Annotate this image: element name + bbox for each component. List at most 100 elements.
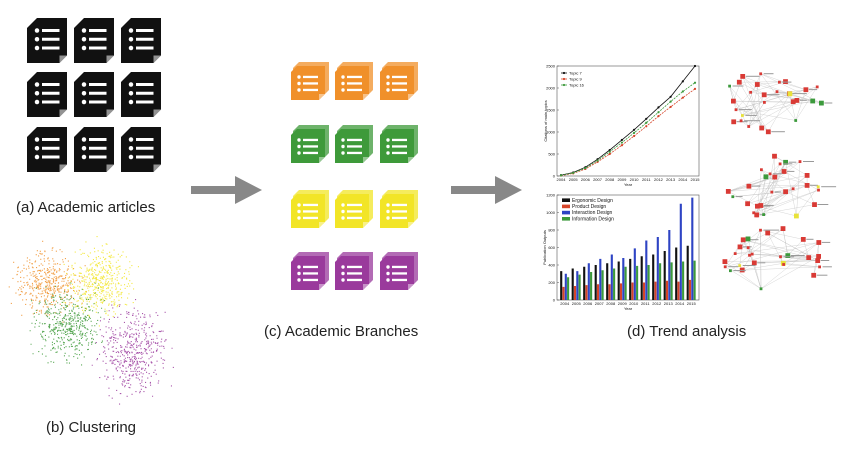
network-node	[745, 201, 750, 207]
network-node	[746, 246, 750, 250]
line-point	[669, 95, 672, 98]
bar	[571, 268, 574, 300]
bar	[594, 265, 597, 300]
bar	[640, 256, 643, 300]
bar	[613, 268, 616, 300]
network-node-label	[728, 266, 739, 268]
network-node-label	[817, 204, 829, 205]
network-node	[765, 230, 771, 236]
y-tick-label: 1500	[546, 107, 556, 112]
legend-label: Interaction Design	[572, 210, 613, 216]
network-node	[781, 169, 787, 174]
line-point	[645, 117, 648, 120]
network-node	[739, 119, 743, 123]
right-arrow-icon	[451, 176, 522, 204]
y-axis-label: Publication Outputs	[542, 230, 547, 265]
x-tick-label: 2014	[678, 177, 688, 182]
network-node	[740, 74, 746, 79]
line-point	[572, 171, 575, 175]
document-list-icon	[121, 127, 161, 172]
network-node-label	[763, 229, 780, 231]
network-node-label	[821, 241, 831, 243]
bar	[652, 254, 655, 300]
y-tick-label: 800	[548, 227, 555, 232]
document-list-icon	[335, 190, 373, 228]
line-point	[632, 131, 636, 134]
line-point	[608, 148, 611, 152]
network-node-label	[816, 274, 828, 276]
network-node-label	[787, 170, 795, 172]
x-tick-label: 2013	[666, 177, 676, 182]
y-tick-label: 2000	[546, 85, 556, 90]
bar	[686, 245, 689, 300]
bar	[601, 270, 604, 300]
network-node-label	[773, 173, 783, 175]
network-node-label	[806, 238, 814, 240]
line-point	[632, 128, 636, 131]
network-node	[733, 252, 737, 255]
network-node	[816, 185, 820, 189]
network-node	[755, 214, 759, 218]
line-point	[657, 111, 660, 114]
network-node	[794, 98, 800, 103]
x-tick-label: 2006	[583, 301, 593, 306]
bar	[562, 286, 565, 301]
bar	[590, 272, 593, 300]
bar	[682, 261, 685, 300]
bar	[663, 251, 666, 300]
bar	[642, 282, 646, 300]
network-node-label	[782, 81, 792, 83]
caption-clustering: (b) Clustering	[46, 419, 136, 436]
network-node	[806, 255, 812, 260]
legend-marker	[562, 77, 566, 81]
bar	[693, 260, 696, 301]
network-node	[759, 72, 763, 76]
network-node-label	[810, 184, 818, 186]
legend-label: Information Design	[572, 216, 614, 222]
document-list-icon	[74, 18, 114, 63]
network-node	[761, 92, 767, 98]
network-node	[794, 213, 799, 219]
legend-label: Topic 16	[569, 83, 585, 88]
network-node-label	[824, 102, 833, 104]
network-node-label	[774, 191, 781, 193]
x-tick-label: 2010	[629, 301, 639, 306]
network-node	[783, 189, 788, 195]
network-edges	[729, 73, 822, 132]
x-tick-label: 2011	[641, 301, 650, 306]
network-node	[746, 183, 752, 189]
network-node	[737, 244, 743, 250]
bar	[578, 274, 581, 301]
network-node	[759, 287, 763, 291]
network-node	[810, 98, 816, 104]
document-list-icon	[27, 18, 67, 63]
line-series	[560, 88, 696, 176]
network-node	[754, 82, 760, 87]
network-node	[804, 173, 810, 178]
network-node	[738, 264, 742, 267]
academic-articles-grid	[27, 18, 161, 172]
bar	[659, 263, 662, 300]
network-node-label	[808, 89, 818, 91]
network-node-label	[783, 256, 795, 258]
y-tick-label: 1000	[546, 129, 556, 134]
x-tick-label: 2005	[569, 177, 579, 182]
x-tick-label: 2014	[675, 301, 685, 306]
bar	[679, 203, 682, 300]
cluster-points	[29, 282, 106, 366]
network-node	[811, 272, 817, 278]
network-node	[765, 129, 771, 135]
network-node	[812, 202, 817, 207]
network-node-label	[746, 239, 759, 241]
y-tick-label: 0	[553, 297, 556, 302]
cluster-points	[62, 236, 139, 327]
x-tick-label: 2004	[560, 301, 570, 306]
network-node	[736, 79, 742, 85]
network-node	[818, 265, 821, 269]
network-node	[763, 174, 769, 180]
document-list-icon	[380, 190, 418, 228]
network-node-label	[820, 260, 830, 261]
network-node	[759, 125, 765, 131]
